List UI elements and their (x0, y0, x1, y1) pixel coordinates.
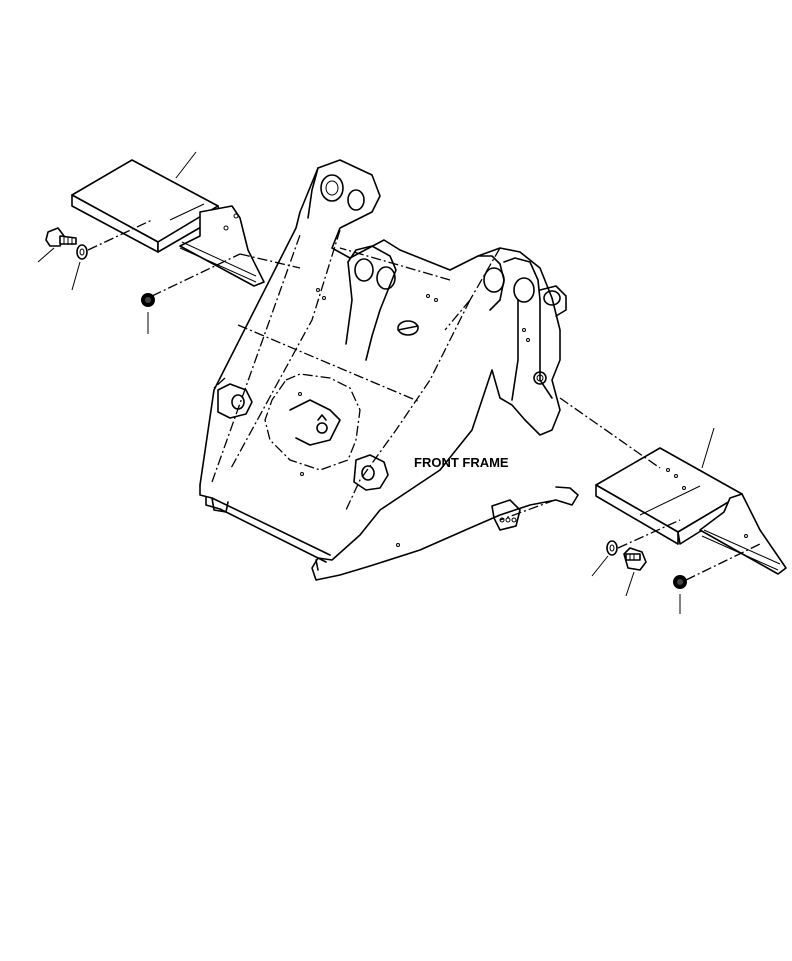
bolt-leader-line (37, 247, 55, 263)
right-fender-plate (595, 447, 787, 575)
fender-leader-line-right (701, 427, 715, 469)
fender-leader-line (175, 151, 197, 179)
front-frame (199, 159, 579, 581)
left-nut (141, 293, 155, 307)
right-fender-assembly (559, 397, 787, 614)
right-washer (606, 540, 618, 556)
left-bolt (45, 227, 77, 247)
washer-leader-line-right (591, 555, 609, 577)
washer-leader-line (71, 261, 81, 291)
left-fender-plate (71, 159, 265, 287)
left-washer (76, 244, 88, 260)
right-bolt (623, 547, 647, 571)
front-frame-label: FRONT FRAME (414, 455, 509, 470)
left-fender-assembly (37, 151, 301, 334)
right-nut (673, 575, 687, 589)
bolt-leader-line-right (625, 571, 635, 597)
